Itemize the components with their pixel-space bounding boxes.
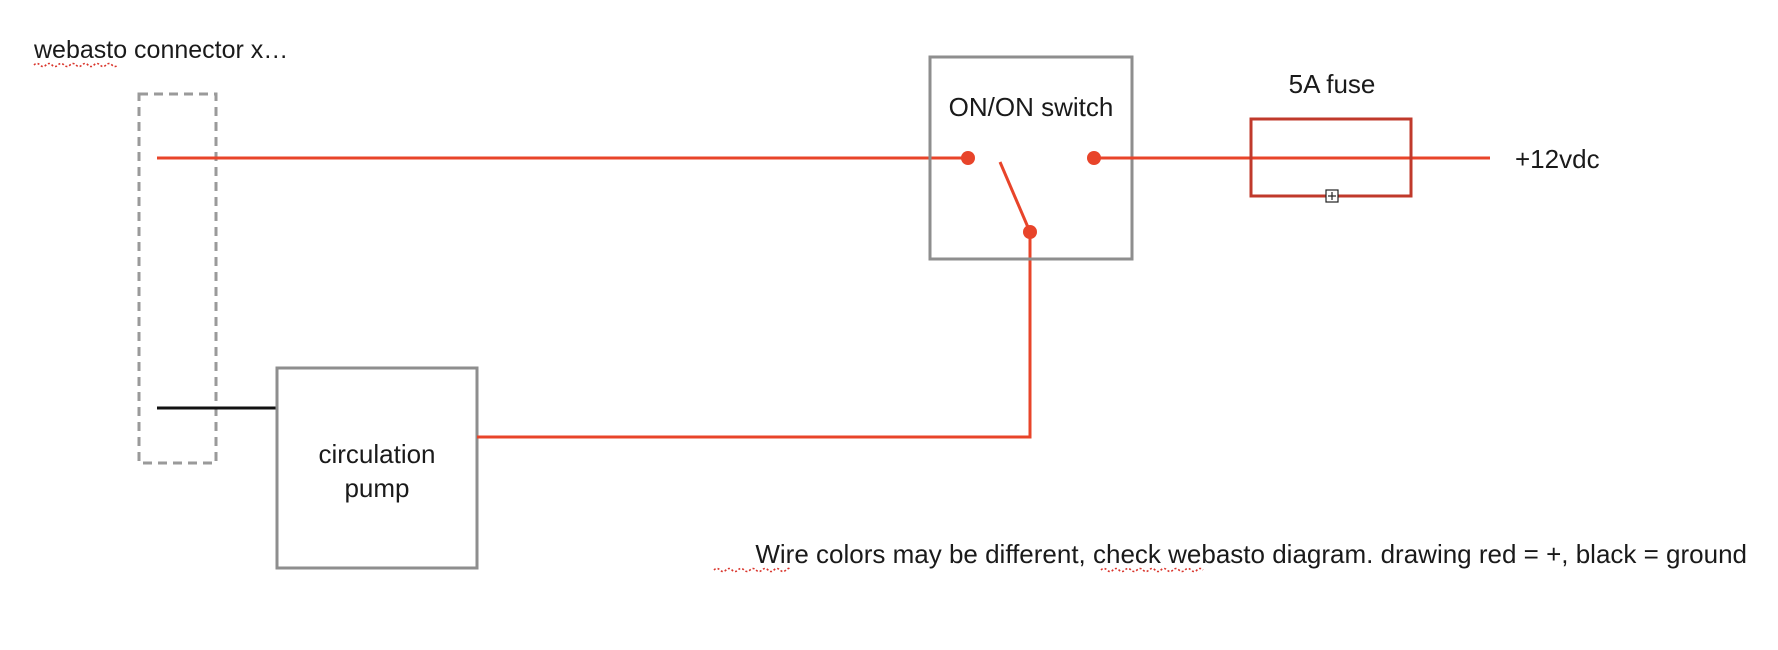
- note-text: Wire colors may be different, check weba…: [755, 539, 1747, 569]
- fuse-label: 5A fuse: [1289, 69, 1376, 99]
- webasto-connector: [137, 92, 218, 465]
- circulation-pump-box: [275, 366, 479, 570]
- switch-terminal-common: [1023, 225, 1037, 239]
- switch-lever: [998, 161, 1032, 233]
- positive-wire-pump-to-switch: [477, 232, 1032, 439]
- spellcheck-underline-webasto: [1100, 567, 1204, 573]
- switch-label: ON/ON switch: [949, 92, 1114, 122]
- switch-terminal-left: [961, 151, 975, 165]
- pump-label-line1: circulation: [318, 439, 435, 469]
- pump-label-line2: pump: [344, 473, 409, 503]
- spellcheck-underline-colors: [713, 567, 791, 573]
- supply-label: +12vdc: [1515, 144, 1600, 174]
- connector-label: webasto connector x…: [33, 36, 288, 64]
- move-handle-icon[interactable]: [1325, 189, 1339, 203]
